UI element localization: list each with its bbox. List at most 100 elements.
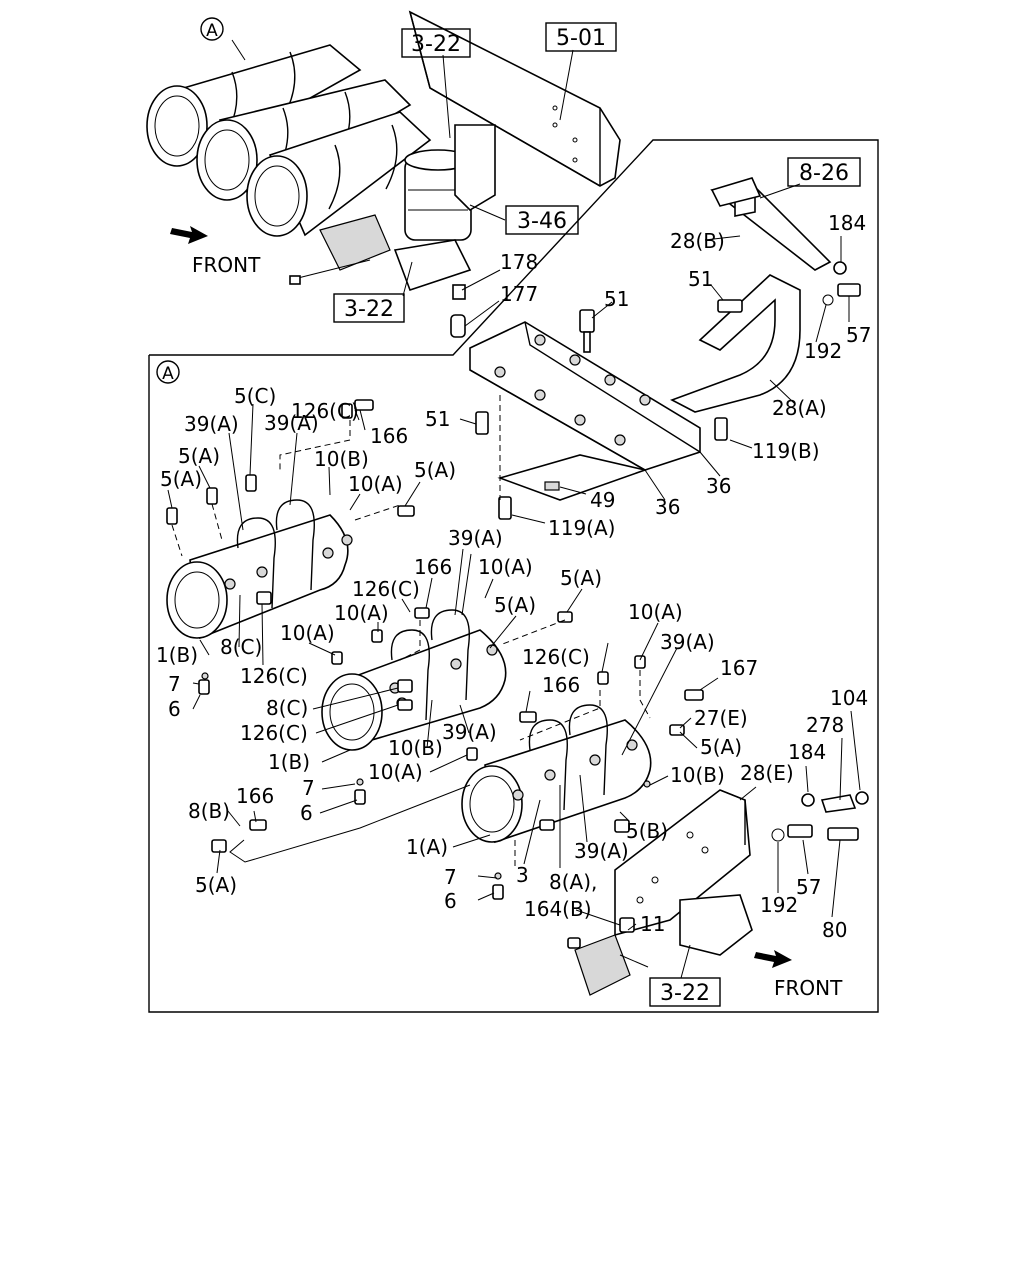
front-label-top: FRONT bbox=[192, 253, 261, 277]
part-label: 10(A) bbox=[280, 621, 335, 645]
ref-box-label: 3-22 bbox=[344, 297, 394, 322]
fittings bbox=[166, 399, 704, 900]
callout-letter-top: A bbox=[206, 21, 218, 41]
callout-marker-top: A bbox=[200, 17, 224, 41]
part-label: 5(A) bbox=[700, 735, 742, 759]
front-arrow-bottom-icon bbox=[754, 950, 792, 968]
part-label: 80 bbox=[822, 918, 847, 942]
front-arrow-top-icon bbox=[170, 226, 208, 244]
ref-box-3-22-top[interactable]: 3-22 bbox=[401, 28, 471, 58]
part-label: 10(B) bbox=[388, 736, 443, 760]
part-label: 166 bbox=[236, 784, 274, 808]
ref-box-3-46[interactable]: 3-46 bbox=[505, 205, 579, 235]
part-label: 8(A), bbox=[549, 870, 597, 894]
part-label: 192 bbox=[760, 893, 798, 917]
part-label: 192 bbox=[804, 339, 842, 363]
part-label: 28(A) bbox=[772, 396, 827, 420]
part-label: 6 bbox=[168, 697, 181, 721]
part-label: 39(A) bbox=[574, 839, 629, 863]
part-label: 126(C) bbox=[291, 399, 359, 423]
part-label: 10(A) bbox=[628, 600, 683, 624]
part-label: 126(C) bbox=[240, 721, 308, 745]
part-label: 5(B) bbox=[626, 819, 668, 843]
part-label: 166 bbox=[414, 555, 452, 579]
ref-box-label: 8-26 bbox=[799, 161, 849, 186]
ref-box-3-22-bottom[interactable]: 3-22 bbox=[649, 977, 721, 1007]
part-label: 177 bbox=[500, 282, 538, 306]
part-label: 7 bbox=[168, 672, 181, 696]
ref-box-8-26[interactable]: 8-26 bbox=[787, 157, 861, 187]
part-label: 39(A) bbox=[442, 720, 497, 744]
ref-box-label: 3-22 bbox=[411, 32, 461, 57]
part-label: 7 bbox=[302, 776, 315, 800]
part-label: 119(A) bbox=[548, 516, 615, 540]
part-label: 126(C) bbox=[352, 577, 420, 601]
part-label: 184 bbox=[788, 740, 826, 764]
part-label: 1(B) bbox=[156, 643, 198, 667]
part-label: 5(A) bbox=[195, 873, 237, 897]
part-label: 8(B) bbox=[188, 799, 230, 823]
part-label: 178 bbox=[500, 250, 538, 274]
callout-marker-detail: A bbox=[156, 360, 180, 384]
part-label: 166 bbox=[370, 424, 408, 448]
part-label: 5(A) bbox=[560, 566, 602, 590]
part-label: 3 bbox=[516, 863, 529, 887]
part-label: 167 bbox=[720, 656, 758, 680]
part-label: 28(B) bbox=[670, 229, 725, 253]
part-label: 39(A) bbox=[660, 630, 715, 654]
part-label: 28(E) bbox=[740, 761, 794, 785]
tank-1B-middle bbox=[321, 609, 507, 751]
ref-box-3-22-mid[interactable]: 3-22 bbox=[333, 293, 405, 323]
front-label-bottom: FRONT bbox=[774, 976, 843, 1000]
lower-bracket-assembly bbox=[567, 789, 869, 996]
part-label: 1(A) bbox=[406, 835, 448, 859]
part-label: 5(A) bbox=[178, 444, 220, 468]
part-label: 10(A) bbox=[478, 555, 533, 579]
part-label: 10(A) bbox=[334, 601, 389, 625]
part-label: 36 bbox=[706, 474, 731, 498]
part-label: 7 bbox=[444, 865, 457, 889]
crossmember-detail bbox=[469, 177, 861, 520]
part-label: 126(C) bbox=[522, 645, 590, 669]
detail-frame bbox=[148, 139, 879, 1013]
tank-1A-lower bbox=[461, 704, 652, 844]
part-label: 10(B) bbox=[670, 763, 725, 787]
ref-box-label: 5-01 bbox=[556, 26, 606, 51]
part-label: 36 bbox=[655, 495, 680, 519]
part-label: 126(C) bbox=[240, 664, 308, 688]
part-label: 1(B) bbox=[268, 750, 310, 774]
ref-box-label: 3-22 bbox=[660, 981, 710, 1006]
part-label: 39(A) bbox=[264, 411, 319, 435]
part-label: 8(C) bbox=[266, 696, 308, 720]
tank-1B-upper bbox=[166, 499, 353, 640]
part-label: 6 bbox=[300, 801, 313, 825]
part-label: 51 bbox=[425, 407, 450, 431]
ref-box-5-01[interactable]: 5-01 bbox=[545, 22, 617, 52]
part-label: 11 bbox=[640, 912, 665, 936]
part-label: 5(C) bbox=[234, 384, 276, 408]
part-label: 57 bbox=[796, 875, 821, 899]
part-label: 164(B) bbox=[524, 897, 592, 921]
part-label: 278 bbox=[806, 713, 844, 737]
part-label: 51 bbox=[688, 267, 713, 291]
part-label: 5(A) bbox=[160, 467, 202, 491]
part-label: 10(A) bbox=[368, 760, 423, 784]
part-label: 10(B) bbox=[314, 447, 369, 471]
part-labels: 178 177 51 184 28(B) 51 57 192 28(A) 119… bbox=[156, 211, 871, 942]
part-label: 10(A) bbox=[348, 472, 403, 496]
part-label: 8(C) bbox=[220, 635, 262, 659]
part-label: 6 bbox=[444, 889, 457, 913]
part-label: 184 bbox=[828, 211, 866, 235]
part-label: 166 bbox=[542, 673, 580, 697]
part-label: 39(A) bbox=[184, 412, 239, 436]
overview-assembly bbox=[146, 10, 621, 338]
part-label: 57 bbox=[846, 323, 871, 347]
part-label: 51 bbox=[604, 287, 629, 311]
callout-letter-detail: A bbox=[162, 364, 174, 384]
ref-box-label: 3-46 bbox=[517, 209, 567, 234]
part-label: 49 bbox=[590, 488, 615, 512]
leader-lines bbox=[167, 39, 861, 979]
part-label: 5(A) bbox=[494, 593, 536, 617]
